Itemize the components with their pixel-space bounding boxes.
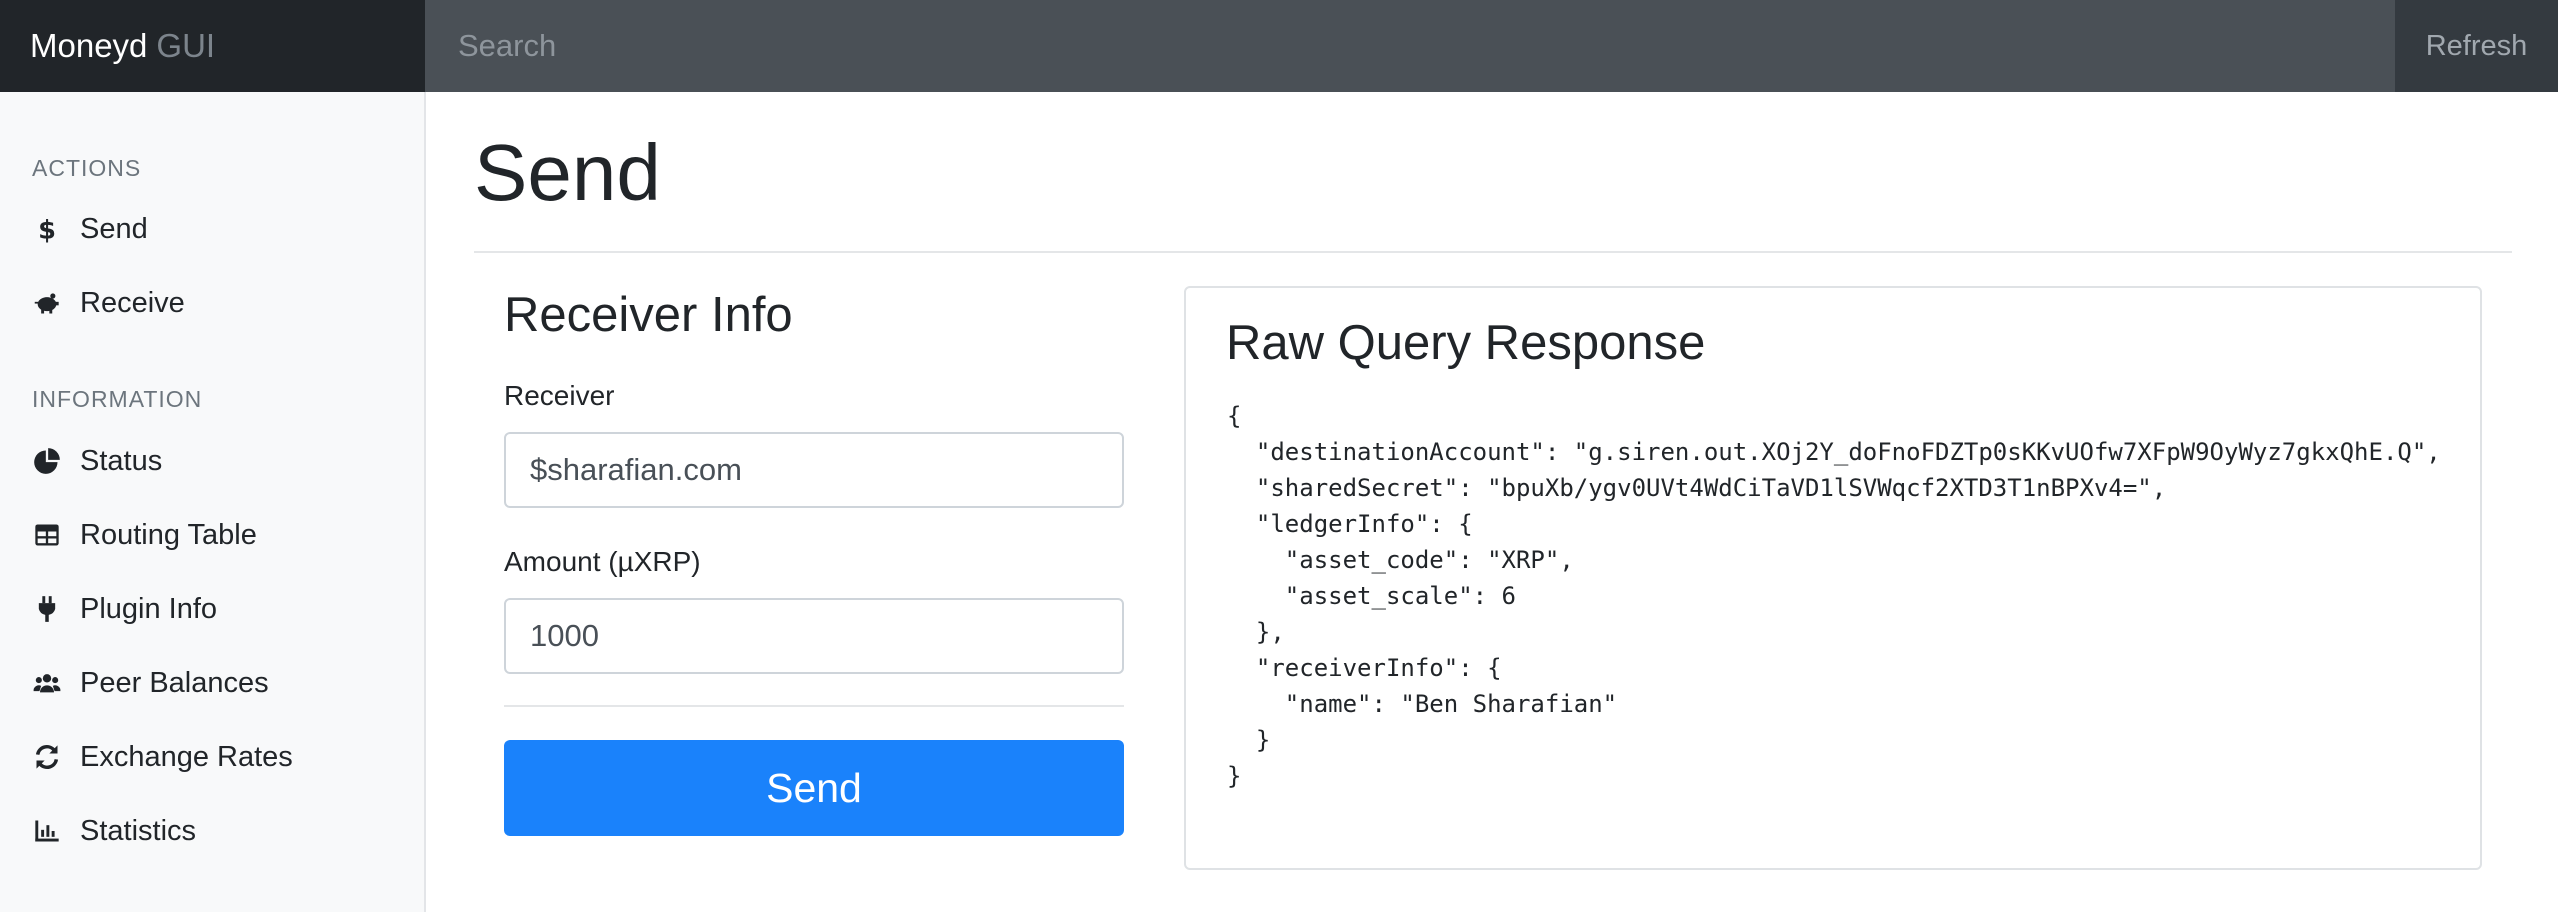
brand-name: Moneyd <box>30 27 148 64</box>
sidebar-heading-information: Information <box>32 386 203 412</box>
page-title: Send <box>474 128 661 217</box>
svg-text:$: $ <box>38 215 56 243</box>
bar-chart-icon <box>32 816 62 846</box>
table-icon <box>32 520 62 550</box>
raw-response-title: Raw Query Response <box>1226 316 1706 370</box>
sidebar-item-plugin-info[interactable]: Plugin Info <box>32 584 217 634</box>
sidebar-item-routing-table[interactable]: Routing Table <box>32 510 257 560</box>
sidebar-item-label: Routing Table <box>80 518 257 551</box>
sidebar-item-peer-balances[interactable]: Peer Balances <box>32 658 269 708</box>
plug-icon <box>32 594 62 624</box>
sidebar-item-label: Peer Balances <box>80 666 269 699</box>
sidebar-item-label: Exchange Rates <box>80 740 293 773</box>
dollar-icon: $ <box>32 214 62 244</box>
sidebar-item-exchange-rates[interactable]: Exchange Rates <box>32 732 293 782</box>
users-icon <box>32 668 62 698</box>
sidebar-item-statistics[interactable]: Statistics <box>32 806 196 856</box>
top-navbar: Moneyd GUI Refresh <box>0 0 2558 92</box>
receiver-info-title: Receiver Info <box>504 288 793 342</box>
pie-chart-icon <box>32 446 62 476</box>
receiver-input[interactable] <box>504 432 1124 508</box>
sidebar-item-send[interactable]: $ Send <box>32 204 148 254</box>
amount-input[interactable] <box>504 598 1124 674</box>
sidebar: Actions $ Send Receive Information Statu… <box>0 92 426 912</box>
sidebar-item-label: Send <box>80 212 148 245</box>
brand-logo[interactable]: Moneyd GUI <box>0 0 425 92</box>
sidebar-item-label: Receive <box>80 286 185 319</box>
send-button[interactable]: Send <box>504 740 1124 836</box>
refresh-button[interactable]: Refresh <box>2395 0 2558 92</box>
receiver-label: Receiver <box>504 380 615 411</box>
raw-response-card: Raw Query Response { "destinationAccount… <box>1184 286 2482 870</box>
sidebar-item-label: Plugin Info <box>80 592 218 625</box>
sync-icon <box>32 742 62 772</box>
sidebar-item-status[interactable]: Status <box>32 436 162 486</box>
sidebar-item-receive[interactable]: Receive <box>32 278 185 328</box>
piggy-bank-icon <box>32 288 62 318</box>
title-divider <box>474 251 2512 253</box>
sidebar-heading-actions: Actions <box>32 155 142 181</box>
sidebar-item-label: Status <box>80 444 163 477</box>
raw-response-json: { "destinationAccount": "g.siren.out.XOj… <box>1227 402 2440 790</box>
sidebar-item-label: Statistics <box>80 814 197 847</box>
amount-label: Amount (µXRP) <box>504 546 701 577</box>
brand-suffix: GUI <box>156 27 216 64</box>
form-divider <box>504 705 1124 707</box>
search-input[interactable] <box>425 0 2395 92</box>
